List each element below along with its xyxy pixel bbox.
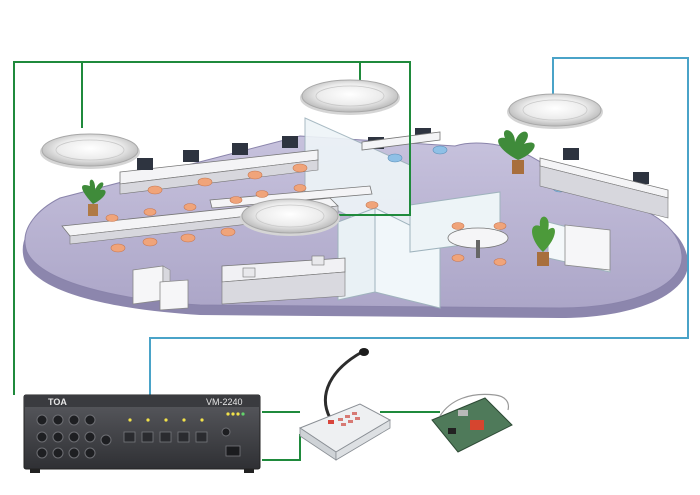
workstation-right — [361, 131, 669, 219]
ceiling-speaker-icon — [240, 198, 340, 236]
model-label: VM-2240 — [206, 397, 243, 407]
meeting-table — [447, 227, 509, 258]
ceiling-speaker-icon — [300, 79, 400, 115]
ceiling-speaker-icon — [40, 133, 140, 169]
potted-plant-icon — [532, 216, 555, 266]
potted-plant-icon — [82, 179, 106, 216]
potted-plant-icon — [498, 130, 535, 174]
volume-knobs — [36, 414, 112, 459]
status-leds — [128, 412, 245, 422]
storage-cabinets — [132, 224, 611, 311]
brand-logo: TOA — [48, 397, 67, 407]
ceiling-speaker-icon — [507, 93, 603, 129]
mixer-amplifier: TOA VM-2240 — [23, 394, 261, 473]
zone-selector-buttons — [123, 431, 208, 443]
circuit-board-icon — [431, 393, 513, 453]
power-switch — [225, 445, 241, 457]
paging-microphone-icon — [298, 348, 392, 461]
zone-b-speaker-wiring — [149, 57, 689, 395]
master-volume-knob — [221, 427, 231, 437]
